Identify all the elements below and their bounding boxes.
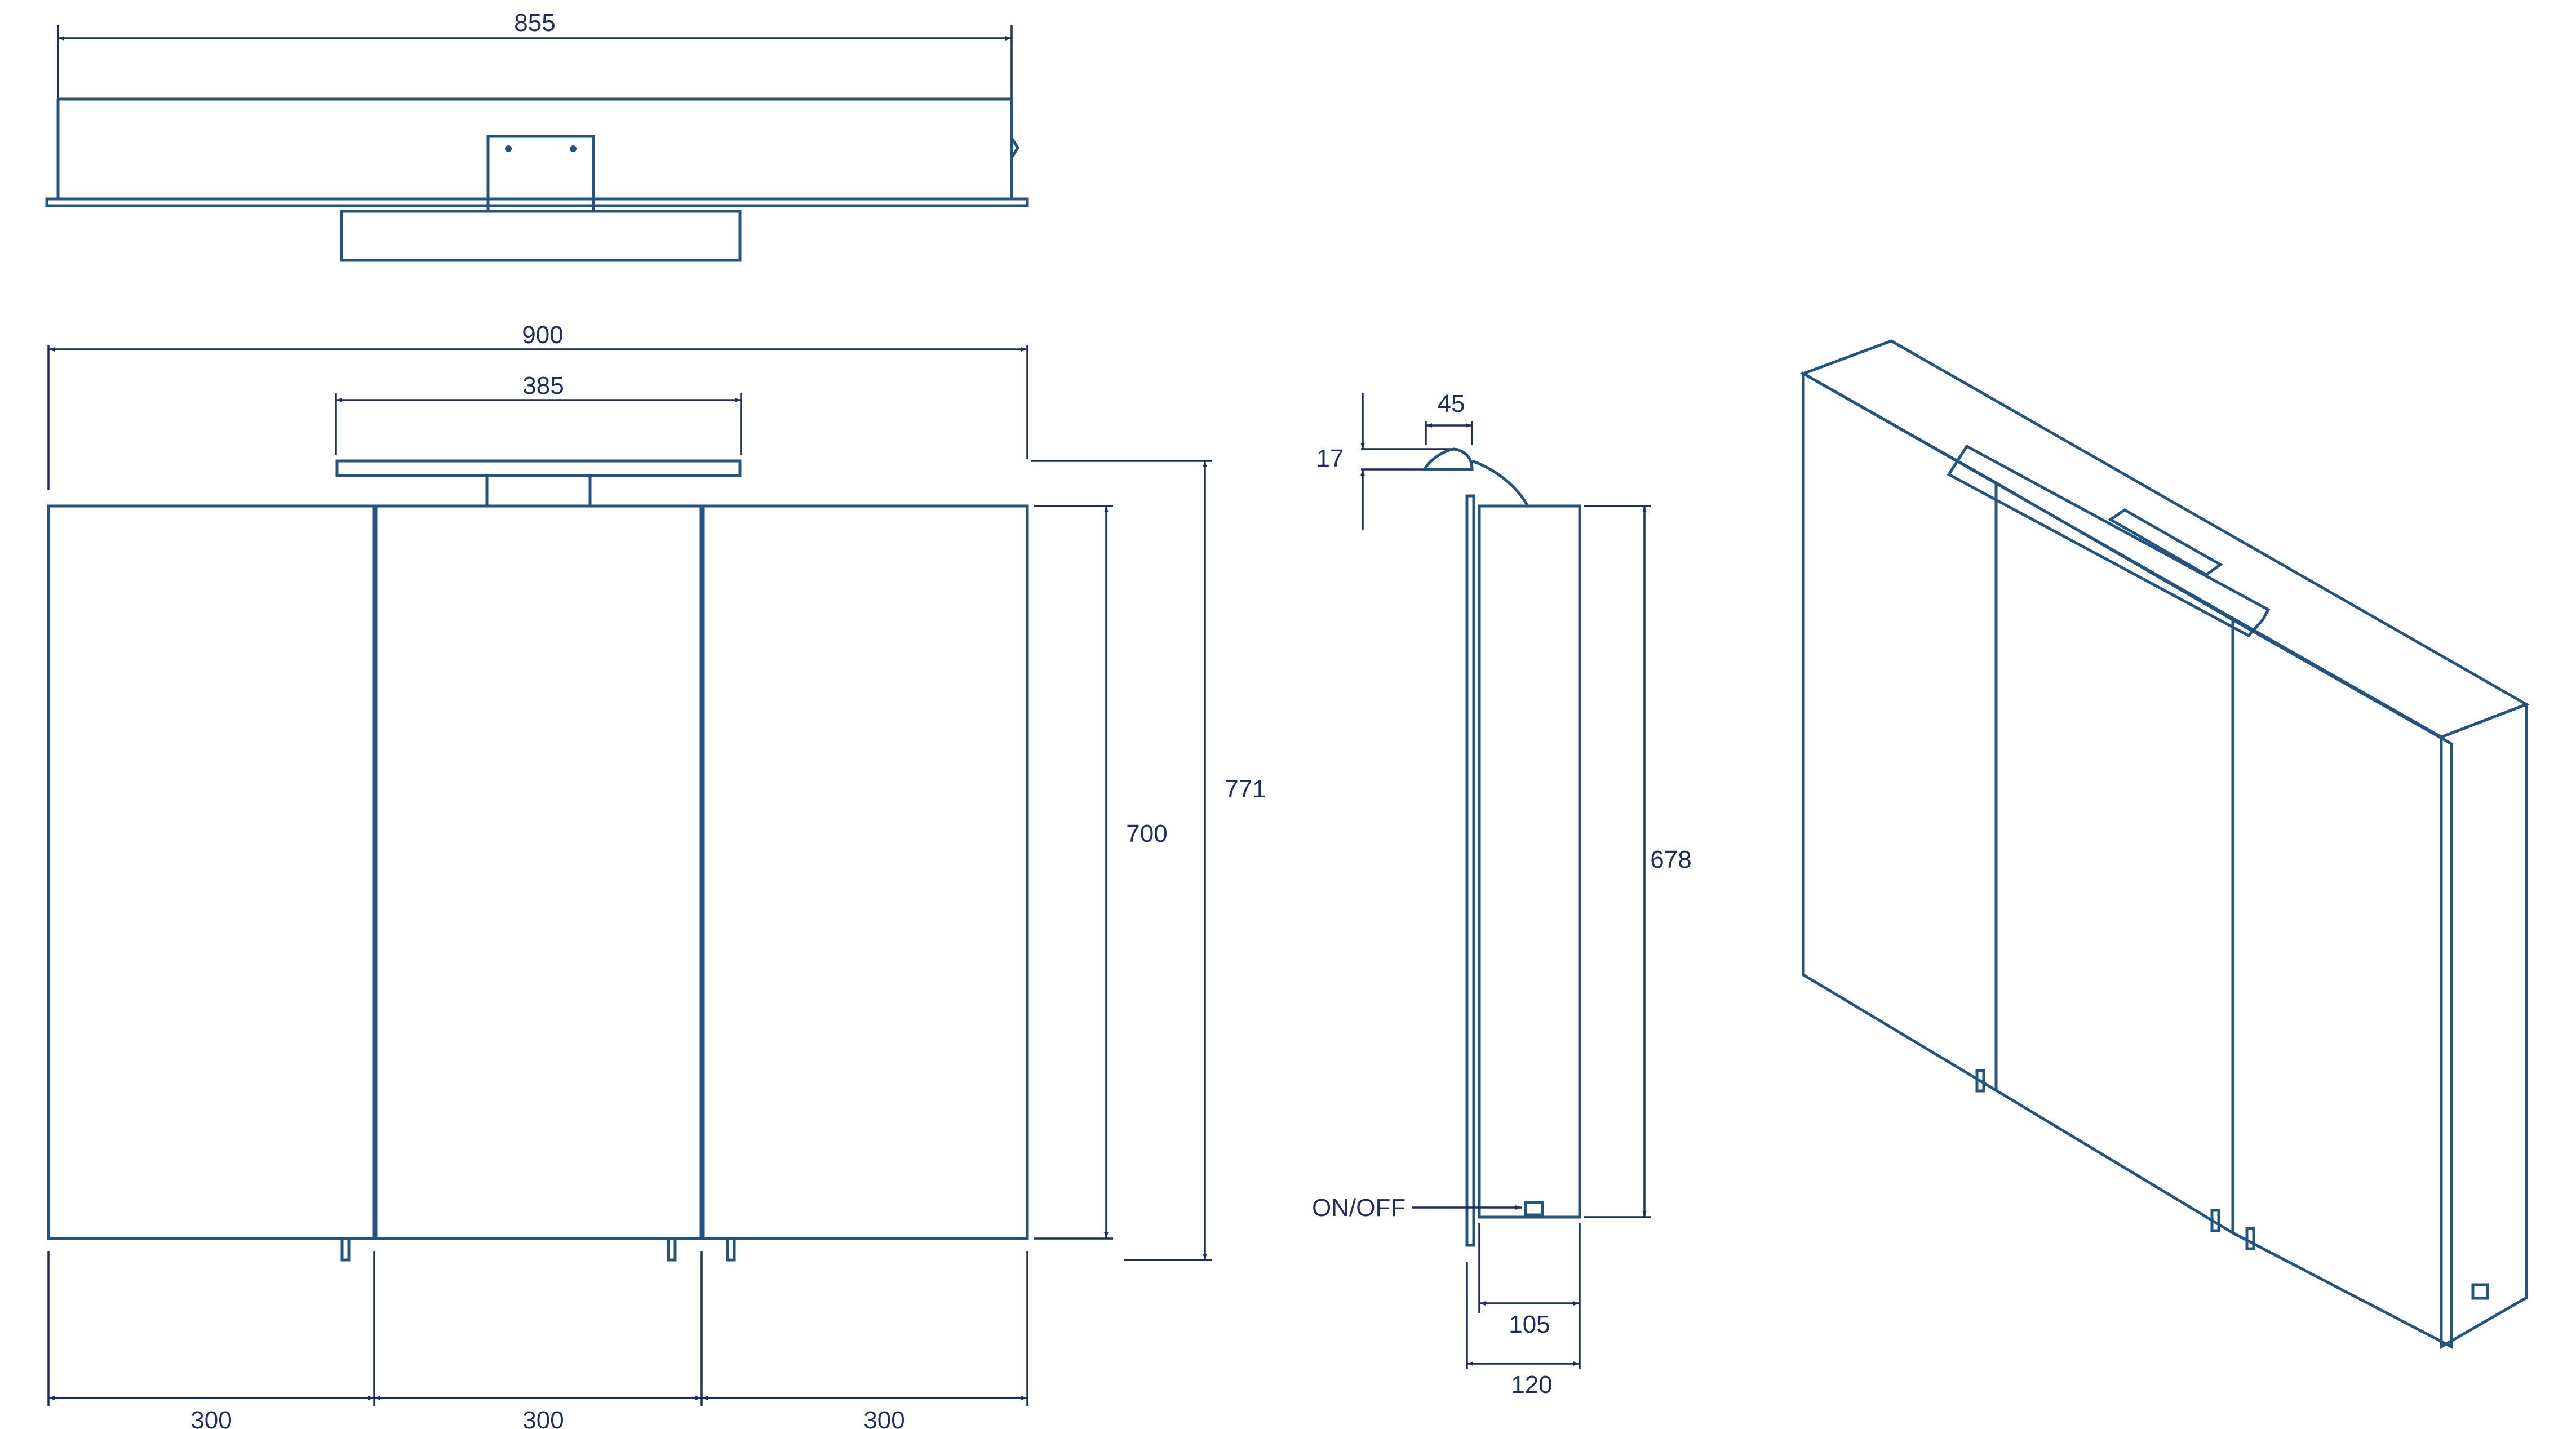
door-handle-right bbox=[726, 1237, 736, 1262]
top-view: 855 bbox=[45, 9, 1029, 262]
iso-handle-right bbox=[2245, 1227, 2255, 1250]
iso-door-right bbox=[2231, 617, 2453, 1350]
side-lamp-profile bbox=[1422, 447, 1474, 471]
top-hinge-detail bbox=[1010, 137, 1019, 159]
inner-height-label: 678 bbox=[1650, 846, 1691, 873]
side-cabinet-body bbox=[1478, 504, 1581, 1219]
iso-door-left bbox=[1802, 371, 1998, 1093]
body-depth-label: 105 bbox=[1509, 1311, 1550, 1338]
iso-right-side bbox=[2440, 702, 2528, 1350]
iso-handle-left bbox=[1975, 1069, 1985, 1093]
isometric-view bbox=[1800, 339, 2530, 1350]
side-lamp-arm bbox=[1471, 459, 1530, 508]
top-lamp-body bbox=[340, 210, 742, 262]
door-handle-left bbox=[340, 1237, 351, 1262]
lamp-height-label: 17 bbox=[1316, 445, 1344, 472]
door-width-label-middle: 300 bbox=[522, 1406, 564, 1429]
side-view: 45 17 ON/OFF 678 105 120 bbox=[1312, 390, 1692, 1399]
total-depth-label: 120 bbox=[1511, 1371, 1552, 1399]
top-door-strip bbox=[45, 197, 1029, 207]
iso-lamp-bracket bbox=[2108, 508, 2223, 576]
switch-label: ON/OFF bbox=[1312, 1194, 1406, 1222]
top-width-label: 855 bbox=[514, 9, 555, 37]
front-light-bar bbox=[335, 459, 742, 477]
cabinet-height-label: 700 bbox=[1126, 820, 1167, 847]
top-bracket-screw-left bbox=[505, 145, 512, 152]
door-width-label-right: 300 bbox=[863, 1406, 905, 1429]
lamp-width-label: 385 bbox=[522, 372, 564, 400]
door-width-label-left: 300 bbox=[190, 1406, 232, 1429]
lamp-depth-label: 45 bbox=[1438, 390, 1465, 418]
iso-door-middle bbox=[1994, 480, 2234, 1236]
overall-width-label: 900 bbox=[522, 321, 563, 349]
door-handle-middle bbox=[667, 1237, 677, 1262]
top-bracket-screw-right bbox=[570, 145, 577, 152]
iso-switch-icon bbox=[2471, 1283, 2489, 1300]
front-door-right bbox=[702, 504, 1029, 1240]
front-door-left bbox=[47, 504, 375, 1240]
front-door-middle bbox=[374, 504, 703, 1240]
total-height-label: 771 bbox=[1225, 775, 1266, 803]
side-door-panel bbox=[1465, 494, 1475, 1247]
iso-top-face bbox=[1800, 339, 2530, 739]
iso-light-bar bbox=[1947, 444, 2271, 638]
front-lamp-bracket bbox=[485, 474, 592, 508]
front-view: 900 385 700 771 300 300 300 bbox=[47, 321, 1266, 1429]
on-off-switch-icon bbox=[1524, 1201, 1544, 1217]
iso-handle-middle bbox=[2210, 1209, 2220, 1232]
